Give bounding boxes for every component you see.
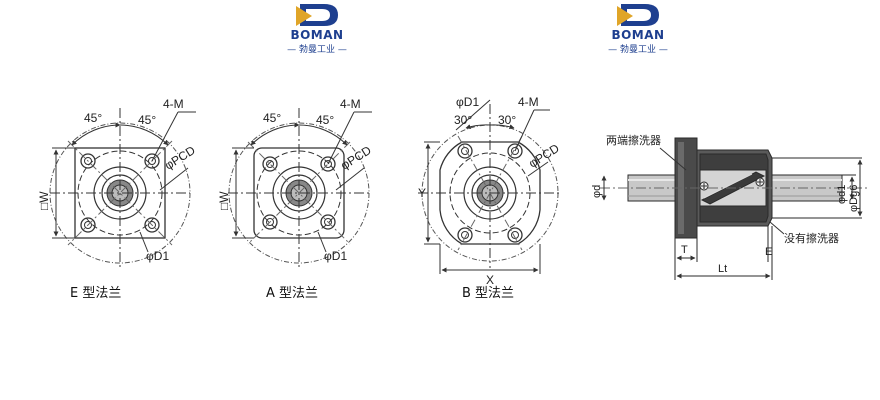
boman-logo-mark-icon [296,4,338,26]
flange-e-bolt-holes [80,153,160,233]
flange-b-drawing [418,99,562,274]
lt-dimension-label: Lt [718,263,727,275]
flange-e-angle-right: 45° [138,113,156,127]
no-wiper-label: 没有擦洗器 [784,231,839,245]
flange-b-angle-left: 30° [454,113,472,127]
flange-b-caption: B 型法兰 [462,286,515,301]
flange-e-drawing [49,108,196,268]
t-dimension-label: T [681,244,688,256]
flange-e-d1-label: φD1 [146,249,169,263]
flange-b-angle-right: 30° [498,113,516,127]
boman-logo-right: BOMAN — 勃曼工业 — [593,2,683,55]
flange-a-caption: A 型法兰 [266,286,319,301]
flange-e-angle-left: 45° [84,111,102,125]
nut-side-view-drawing [600,137,870,280]
flange-b-pcd-label: φPCD [526,141,562,171]
flange-a-drawing [228,108,372,268]
logo-subtitle: — 勃曼工业 — [287,45,347,55]
flange-a-angle-right: 45° [316,113,334,127]
flange-e-width-label: □W [37,191,51,210]
e-dimension-label: E [765,246,772,258]
flange-b-y-label: Y [418,186,426,200]
boman-logo-mark-icon [617,4,659,26]
nut-dg6-label: φDg6 [848,185,860,212]
flange-a-holes-label: 4-M [340,97,361,111]
nut-d1-label: φd1 [836,185,848,204]
flange-b-d1-label: φD1 [456,95,479,109]
flange-e-holes-label: 4-M [163,97,184,111]
logo-subtitle: — 勃曼工业 — [608,45,668,55]
shaft-diameter-label: φd [591,185,603,198]
flange-a-pcd-label: φPCD [338,143,374,173]
flange-e-caption: E 型法兰 [70,286,122,301]
flange-e-pcd-label: φPCD [162,143,198,173]
flange-a-bolt-holes [262,156,336,230]
flange-b-x-label: X [486,273,494,287]
flange-a-width-label: □W [217,191,231,210]
flange-a-d1-label: φD1 [324,249,347,263]
logo-name: BOMAN [611,28,665,42]
boman-logo-left: BOMAN — 勃曼工业 — [272,2,362,55]
wiper-both-ends-label: 两端擦洗器 [606,133,661,147]
flange-a-angle-left: 45° [263,111,281,125]
logo-name: BOMAN [290,28,344,42]
flange-b-holes-label: 4-M [518,95,539,109]
